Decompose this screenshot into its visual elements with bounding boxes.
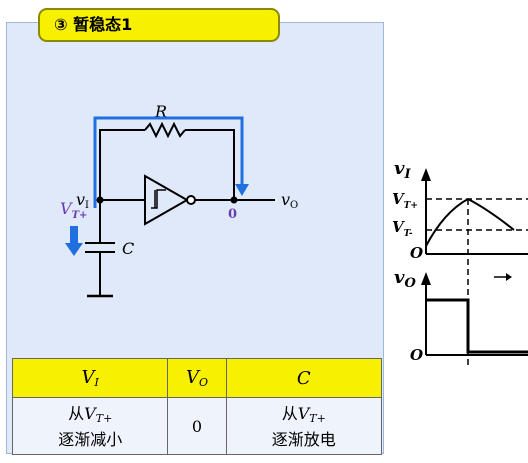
state-table: VI VO C 从VT+ 逐渐减小 0 从VT+ 逐渐放电 (11, 358, 383, 455)
vi-discharge-curve (467, 198, 515, 231)
circuit-diagram: R C vI VT+ 0 vO (60, 102, 298, 298)
output-level-label: 0 (228, 207, 237, 222)
vtplus-label: VT+ (60, 199, 87, 221)
output-node-dot (230, 196, 238, 204)
section-title: ③ 暂稳态1 (38, 8, 280, 42)
discharge-current-path (93, 116, 244, 208)
schmitt-inverter (144, 174, 190, 226)
hysteresis-icon (151, 189, 166, 209)
waveform-diagram: vI VT+ VT- O vO O (392, 158, 528, 365)
vo-axis-label: vO (394, 267, 416, 291)
capacitor-label: C (122, 239, 134, 258)
cell-vo: 0 (167, 397, 227, 455)
vtminus-tick-label: VT- (392, 218, 413, 239)
feedback-wire (99, 129, 235, 200)
capacitor (85, 200, 115, 298)
vo-square-wave (426, 298, 528, 354)
resistor (144, 121, 186, 139)
output-node-label: vO (281, 190, 298, 211)
vtplus-tick-label: VT+ (392, 190, 418, 211)
capacitor-arrow-icon (65, 226, 83, 256)
vo-axis-arrow (421, 272, 431, 285)
inverter-bubble (186, 195, 196, 205)
time-arrow-icon (494, 273, 512, 281)
origin-label-bottom: O (410, 346, 423, 364)
table-header-row: VI VO C (11, 358, 383, 398)
vi-axis-label: vI (394, 158, 411, 182)
cell-c: 从VT+ 逐渐放电 (225, 397, 383, 455)
header-c: C (225, 358, 383, 398)
vi-charge-curve (425, 198, 469, 247)
cell-vi: 从VT+ 逐渐减小 (11, 397, 169, 455)
current-arrowhead (235, 184, 249, 196)
resistor-label: R (154, 102, 167, 121)
header-vi: VI (11, 358, 169, 398)
table-row: 从VT+ 逐渐减小 0 从VT+ 逐渐放电 (11, 397, 383, 455)
header-vo: VO (167, 358, 227, 398)
origin-label-top: O (410, 244, 423, 262)
vi-axis-arrow (421, 168, 431, 181)
input-node-label: vI (76, 190, 89, 211)
